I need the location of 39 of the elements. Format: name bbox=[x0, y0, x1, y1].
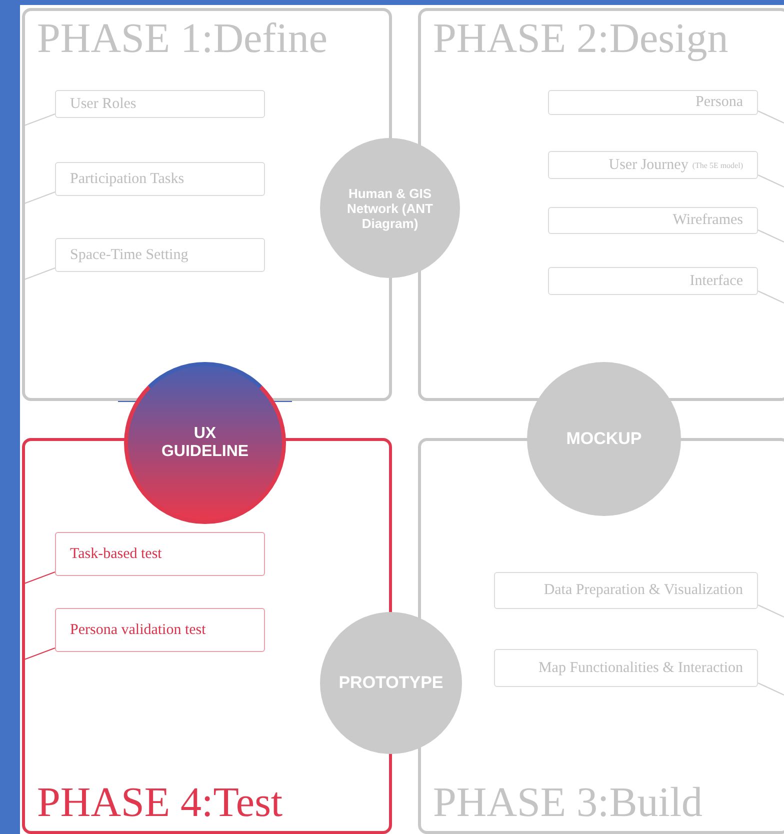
leader-line bbox=[22, 191, 56, 205]
stage-circle: UX GUIDELINE bbox=[124, 362, 286, 524]
leader-line bbox=[758, 604, 784, 618]
item-box bbox=[55, 608, 265, 652]
note-text: (The 5E model) bbox=[692, 160, 743, 170]
phase-heading: PHASE 2:Design bbox=[433, 15, 728, 63]
item-label: Participation Tasks bbox=[70, 170, 184, 188]
leader-line bbox=[758, 174, 784, 188]
phase-heading: PHASE 1:Define bbox=[37, 15, 328, 63]
item-box bbox=[494, 572, 758, 609]
leader-line bbox=[758, 682, 784, 696]
item-box bbox=[55, 162, 265, 196]
leader-line bbox=[758, 229, 784, 243]
phase-heading: PHASE 4:Test bbox=[37, 779, 283, 827]
item-label: User Roles bbox=[70, 96, 136, 112]
item-box bbox=[548, 90, 758, 115]
item-box bbox=[494, 649, 758, 687]
leader-line bbox=[22, 267, 56, 281]
phase-heading: PHASE 3:Build bbox=[433, 779, 703, 827]
item-label: Data Preparation & Visualization bbox=[544, 582, 743, 599]
item-label: Map Functionalities & Interaction bbox=[538, 660, 743, 676]
item-box bbox=[548, 267, 758, 295]
item-box bbox=[55, 90, 265, 118]
item-label: Space-Time Setting bbox=[70, 246, 188, 264]
item-label: Persona validation test bbox=[70, 622, 206, 638]
item-box bbox=[55, 532, 265, 576]
item-box bbox=[548, 207, 758, 234]
item-label: Persona bbox=[696, 94, 743, 111]
item-box bbox=[55, 238, 265, 272]
item-label: Interface bbox=[690, 272, 743, 290]
item-label: Task-based test bbox=[70, 546, 162, 562]
leader-line bbox=[22, 571, 56, 585]
leader-line bbox=[22, 113, 56, 127]
item-label: User Journey bbox=[608, 156, 688, 174]
item-label: Wireframes bbox=[672, 212, 743, 229]
leader-line bbox=[22, 647, 56, 661]
item-box bbox=[548, 151, 758, 179]
leader-line bbox=[758, 290, 784, 304]
leader-line bbox=[758, 110, 784, 124]
